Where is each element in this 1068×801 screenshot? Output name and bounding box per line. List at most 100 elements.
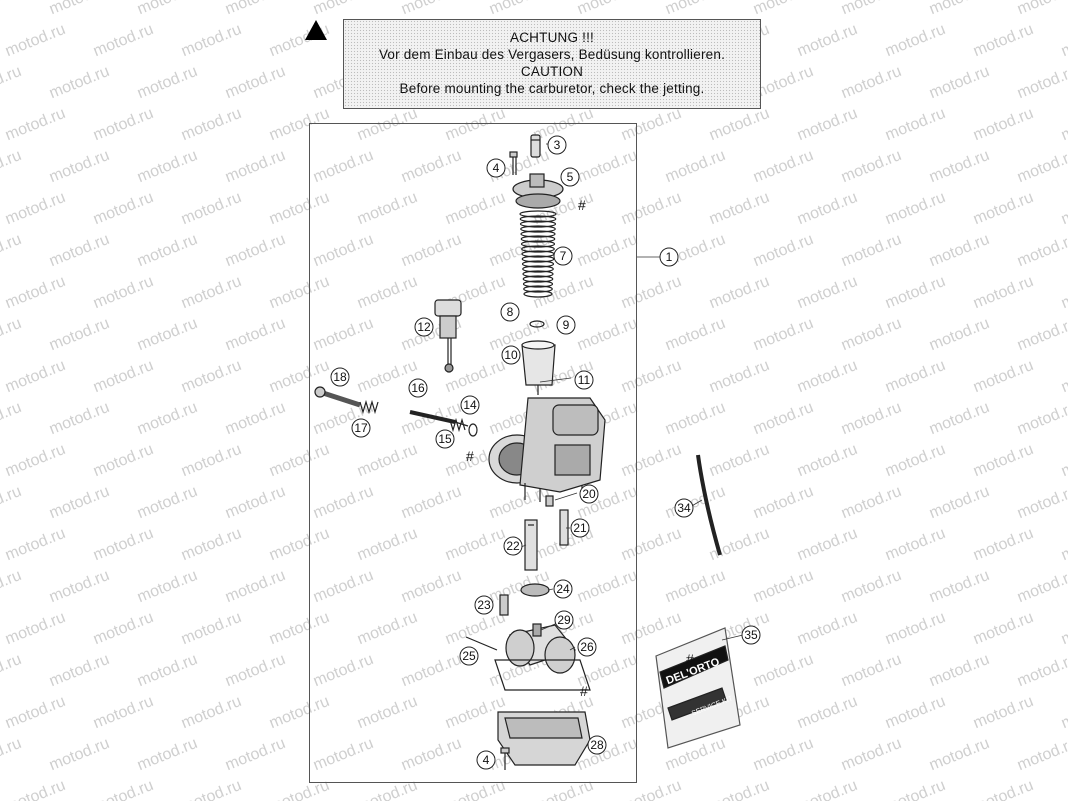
part-16-idle-screw	[409, 410, 469, 427]
callout-circle	[587, 735, 607, 755]
callout-15: 15	[435, 429, 455, 449]
part-22-needle-jet	[524, 519, 538, 571]
part-7-spring	[519, 210, 557, 298]
callout-circle	[351, 418, 371, 438]
callout-circle	[330, 367, 350, 387]
callout-circle	[556, 315, 576, 335]
callout-number: 16	[411, 381, 425, 395]
callout-circle	[408, 378, 428, 398]
callout-5: 5	[560, 167, 580, 187]
notice-line-3: CAUTION	[520, 64, 584, 79]
callout-circle	[414, 317, 434, 337]
callout-16: 16	[408, 378, 428, 398]
callout-number: 34	[677, 501, 691, 515]
callout-24: 24	[553, 579, 573, 599]
callout-number: 25	[462, 649, 476, 663]
callout-25: 25	[459, 646, 479, 666]
hash-mark-idle: #	[466, 448, 474, 464]
callout-circle	[476, 750, 496, 770]
callout-circle	[553, 246, 573, 266]
assembly-frame	[309, 123, 637, 783]
float-bowl-gasket	[494, 659, 591, 691]
callout-circle	[459, 646, 479, 666]
callout-number: 20	[582, 487, 596, 501]
part-18-screw	[314, 386, 361, 408]
callout-circle	[560, 167, 580, 187]
callout-number: 29	[557, 613, 571, 627]
part-34-hose	[696, 454, 722, 556]
part-4-screw-bottom	[500, 747, 510, 770]
notice-line-4: Before mounting the carburetor, check th…	[399, 81, 705, 96]
callout-28: 28	[587, 735, 607, 755]
hash-mark-float: #	[580, 683, 588, 699]
callout-number: 15	[438, 432, 452, 446]
callout-number: 26	[580, 640, 594, 654]
part-20-jet	[545, 495, 554, 507]
part-24-main-jet-holder	[520, 583, 550, 597]
callout-number: 12	[417, 320, 431, 334]
part-12-choke	[434, 299, 462, 373]
callout-circle	[501, 345, 521, 365]
callout-number: 3	[554, 138, 561, 152]
callout-1: 1	[659, 247, 679, 267]
callout-4-bottom: 4	[476, 750, 496, 770]
callout-circle	[460, 395, 480, 415]
callout-23: 23	[474, 595, 494, 615]
callout-circle	[570, 518, 590, 538]
warning-triangle-icon	[305, 20, 327, 40]
callout-number: 5	[567, 170, 574, 184]
notice-line-2: Vor dem Einbau des Vergasers, Bedüsung k…	[378, 47, 726, 62]
callout-number: 10	[504, 348, 518, 362]
notice-line-1: ACHTUNG !!!	[510, 30, 594, 45]
callout-number: 28	[590, 738, 604, 752]
callout-8: 8	[500, 302, 520, 322]
callout-7: 7	[553, 246, 573, 266]
callout-circle	[554, 610, 574, 630]
part-4-screw-top	[509, 151, 518, 175]
callout-26: 26	[577, 637, 597, 657]
callout-9: 9	[556, 315, 576, 335]
hash-marks: # # # #	[466, 197, 694, 699]
callout-circle	[659, 247, 679, 267]
callout-circle	[574, 370, 594, 390]
callout-circle	[741, 625, 761, 645]
callout-number: 4	[493, 161, 500, 175]
callout-10: 10	[501, 345, 521, 365]
callout-number: 9	[563, 318, 570, 332]
callout-number: 4	[483, 753, 490, 767]
callout-number: 22	[506, 539, 520, 553]
part-21-jet	[559, 509, 569, 546]
part-25-float-pin	[465, 636, 498, 651]
callout-number: 7	[560, 249, 567, 263]
callout-21: 21	[570, 518, 590, 538]
callout-20: 20	[579, 484, 599, 504]
callout-circle	[553, 579, 573, 599]
callout-number: 24	[556, 582, 570, 596]
callout-number: 23	[477, 598, 491, 612]
callout-number: 18	[333, 370, 347, 384]
callout-circle	[674, 498, 694, 518]
callout-18: 18	[330, 367, 350, 387]
part-23-jet	[499, 594, 509, 616]
carburetor-body	[488, 397, 606, 502]
callout-number: 11	[578, 373, 591, 387]
part-5-cap	[512, 173, 564, 209]
callout-29: 29	[554, 610, 574, 630]
callout-circle	[486, 158, 506, 178]
parts-drawing	[314, 134, 744, 770]
hash-mark-cap: #	[578, 197, 586, 213]
part-10-throttle-slide	[521, 340, 556, 395]
part-14-washer	[468, 423, 478, 437]
callout-34: 34	[674, 498, 694, 518]
part-17-spring	[359, 399, 379, 415]
callout-circle	[503, 536, 523, 556]
hash-mark-bag: #	[686, 651, 694, 667]
caution-notice: ACHTUNG !!! Vor dem Einbau des Vergasers…	[343, 19, 761, 109]
callout-circle	[577, 637, 597, 657]
part-15-spring	[449, 417, 466, 433]
part-26-float	[505, 623, 577, 674]
callout-35: 35	[741, 625, 761, 645]
callout-circle	[547, 135, 567, 155]
callout-circle	[474, 595, 494, 615]
